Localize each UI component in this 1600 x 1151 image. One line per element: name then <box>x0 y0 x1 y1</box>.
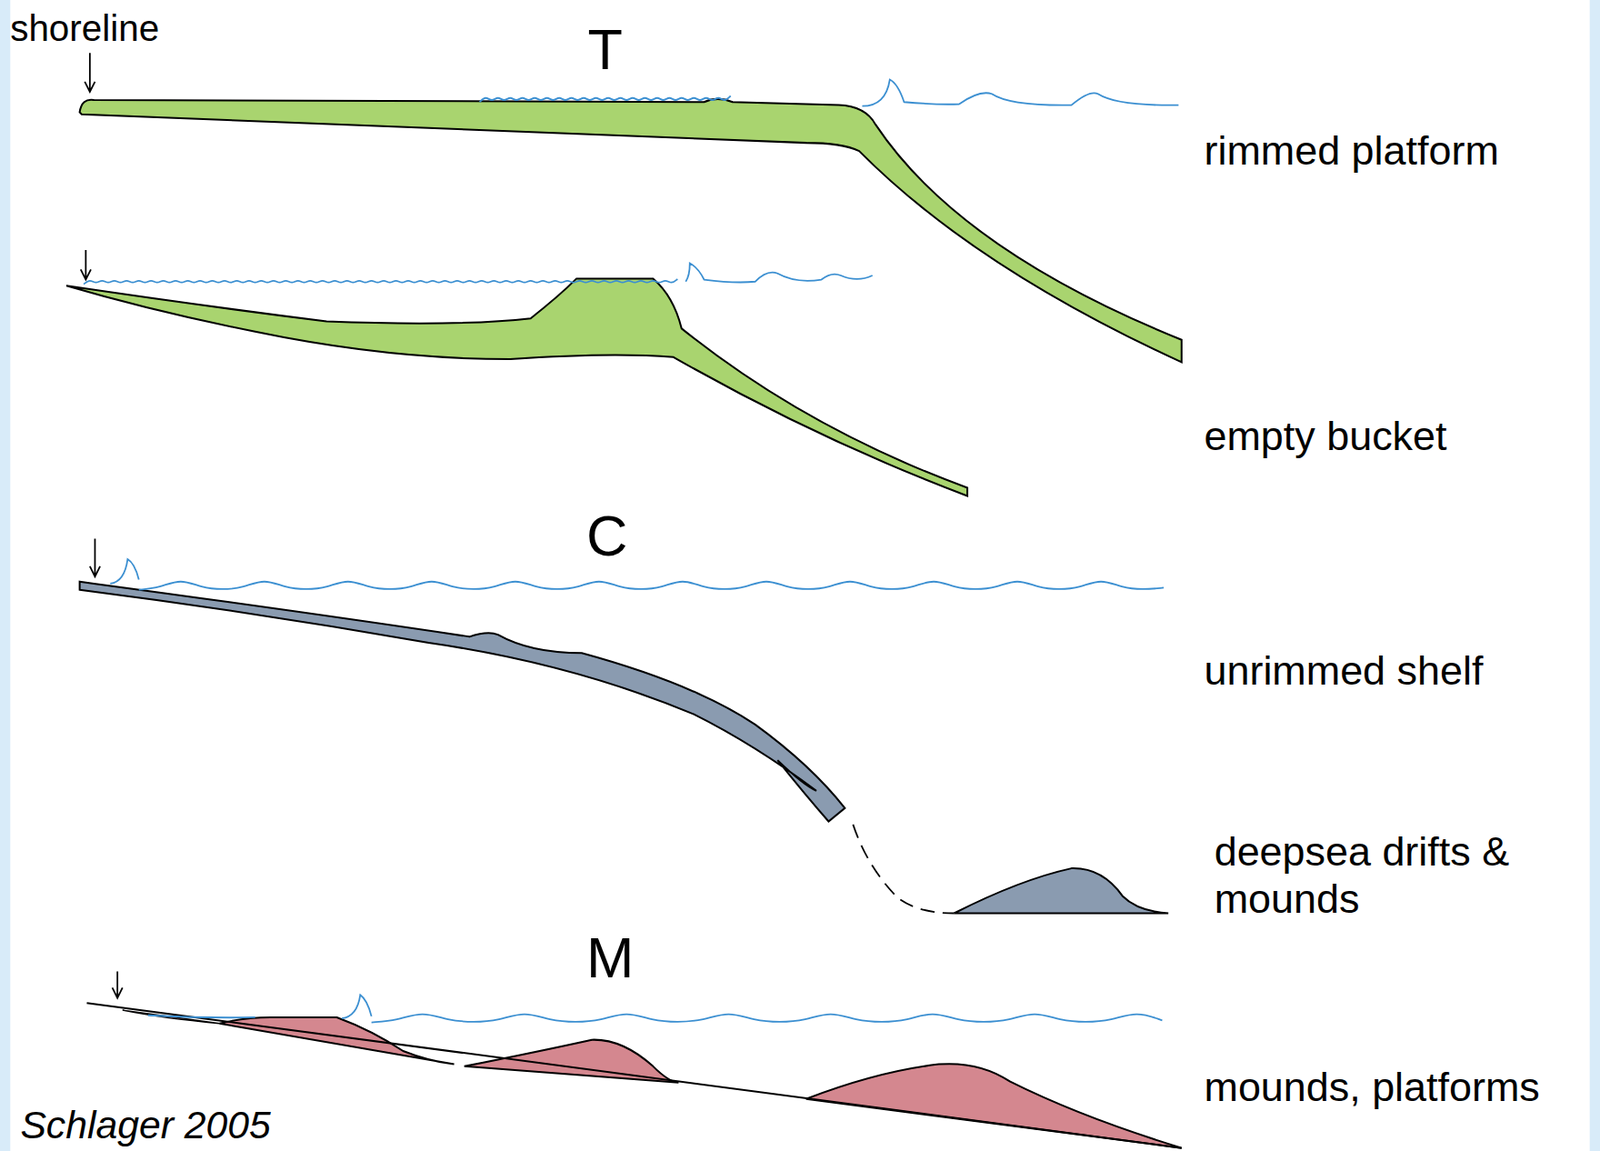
credit: Schlager 2005 <box>20 1102 270 1148</box>
sea-surface <box>110 559 1164 590</box>
deepsea-mound <box>953 868 1169 913</box>
group-letter: C <box>586 502 628 569</box>
facies-label: rimmed platform <box>1204 127 1500 175</box>
panel-ground <box>10 0 1590 1151</box>
empty-bucket <box>66 278 968 496</box>
slope-gap <box>852 824 954 914</box>
facies-label: deepsea drifts & mounds <box>1214 828 1521 922</box>
sea-surface <box>83 263 873 285</box>
group-letter: T <box>587 16 622 82</box>
sea-surface <box>480 80 1180 107</box>
facies-label: shoreline <box>10 7 160 50</box>
facies-label: empty bucket <box>1204 412 1448 460</box>
group-letter: M <box>586 924 634 990</box>
facies-label: unrimmed shelf <box>1204 647 1484 695</box>
unrimmed-shelf <box>80 581 846 822</box>
sea-surface <box>148 994 1163 1022</box>
facies-label: mounds, platforms <box>1204 1063 1540 1111</box>
shoreline-arrows <box>80 52 123 998</box>
